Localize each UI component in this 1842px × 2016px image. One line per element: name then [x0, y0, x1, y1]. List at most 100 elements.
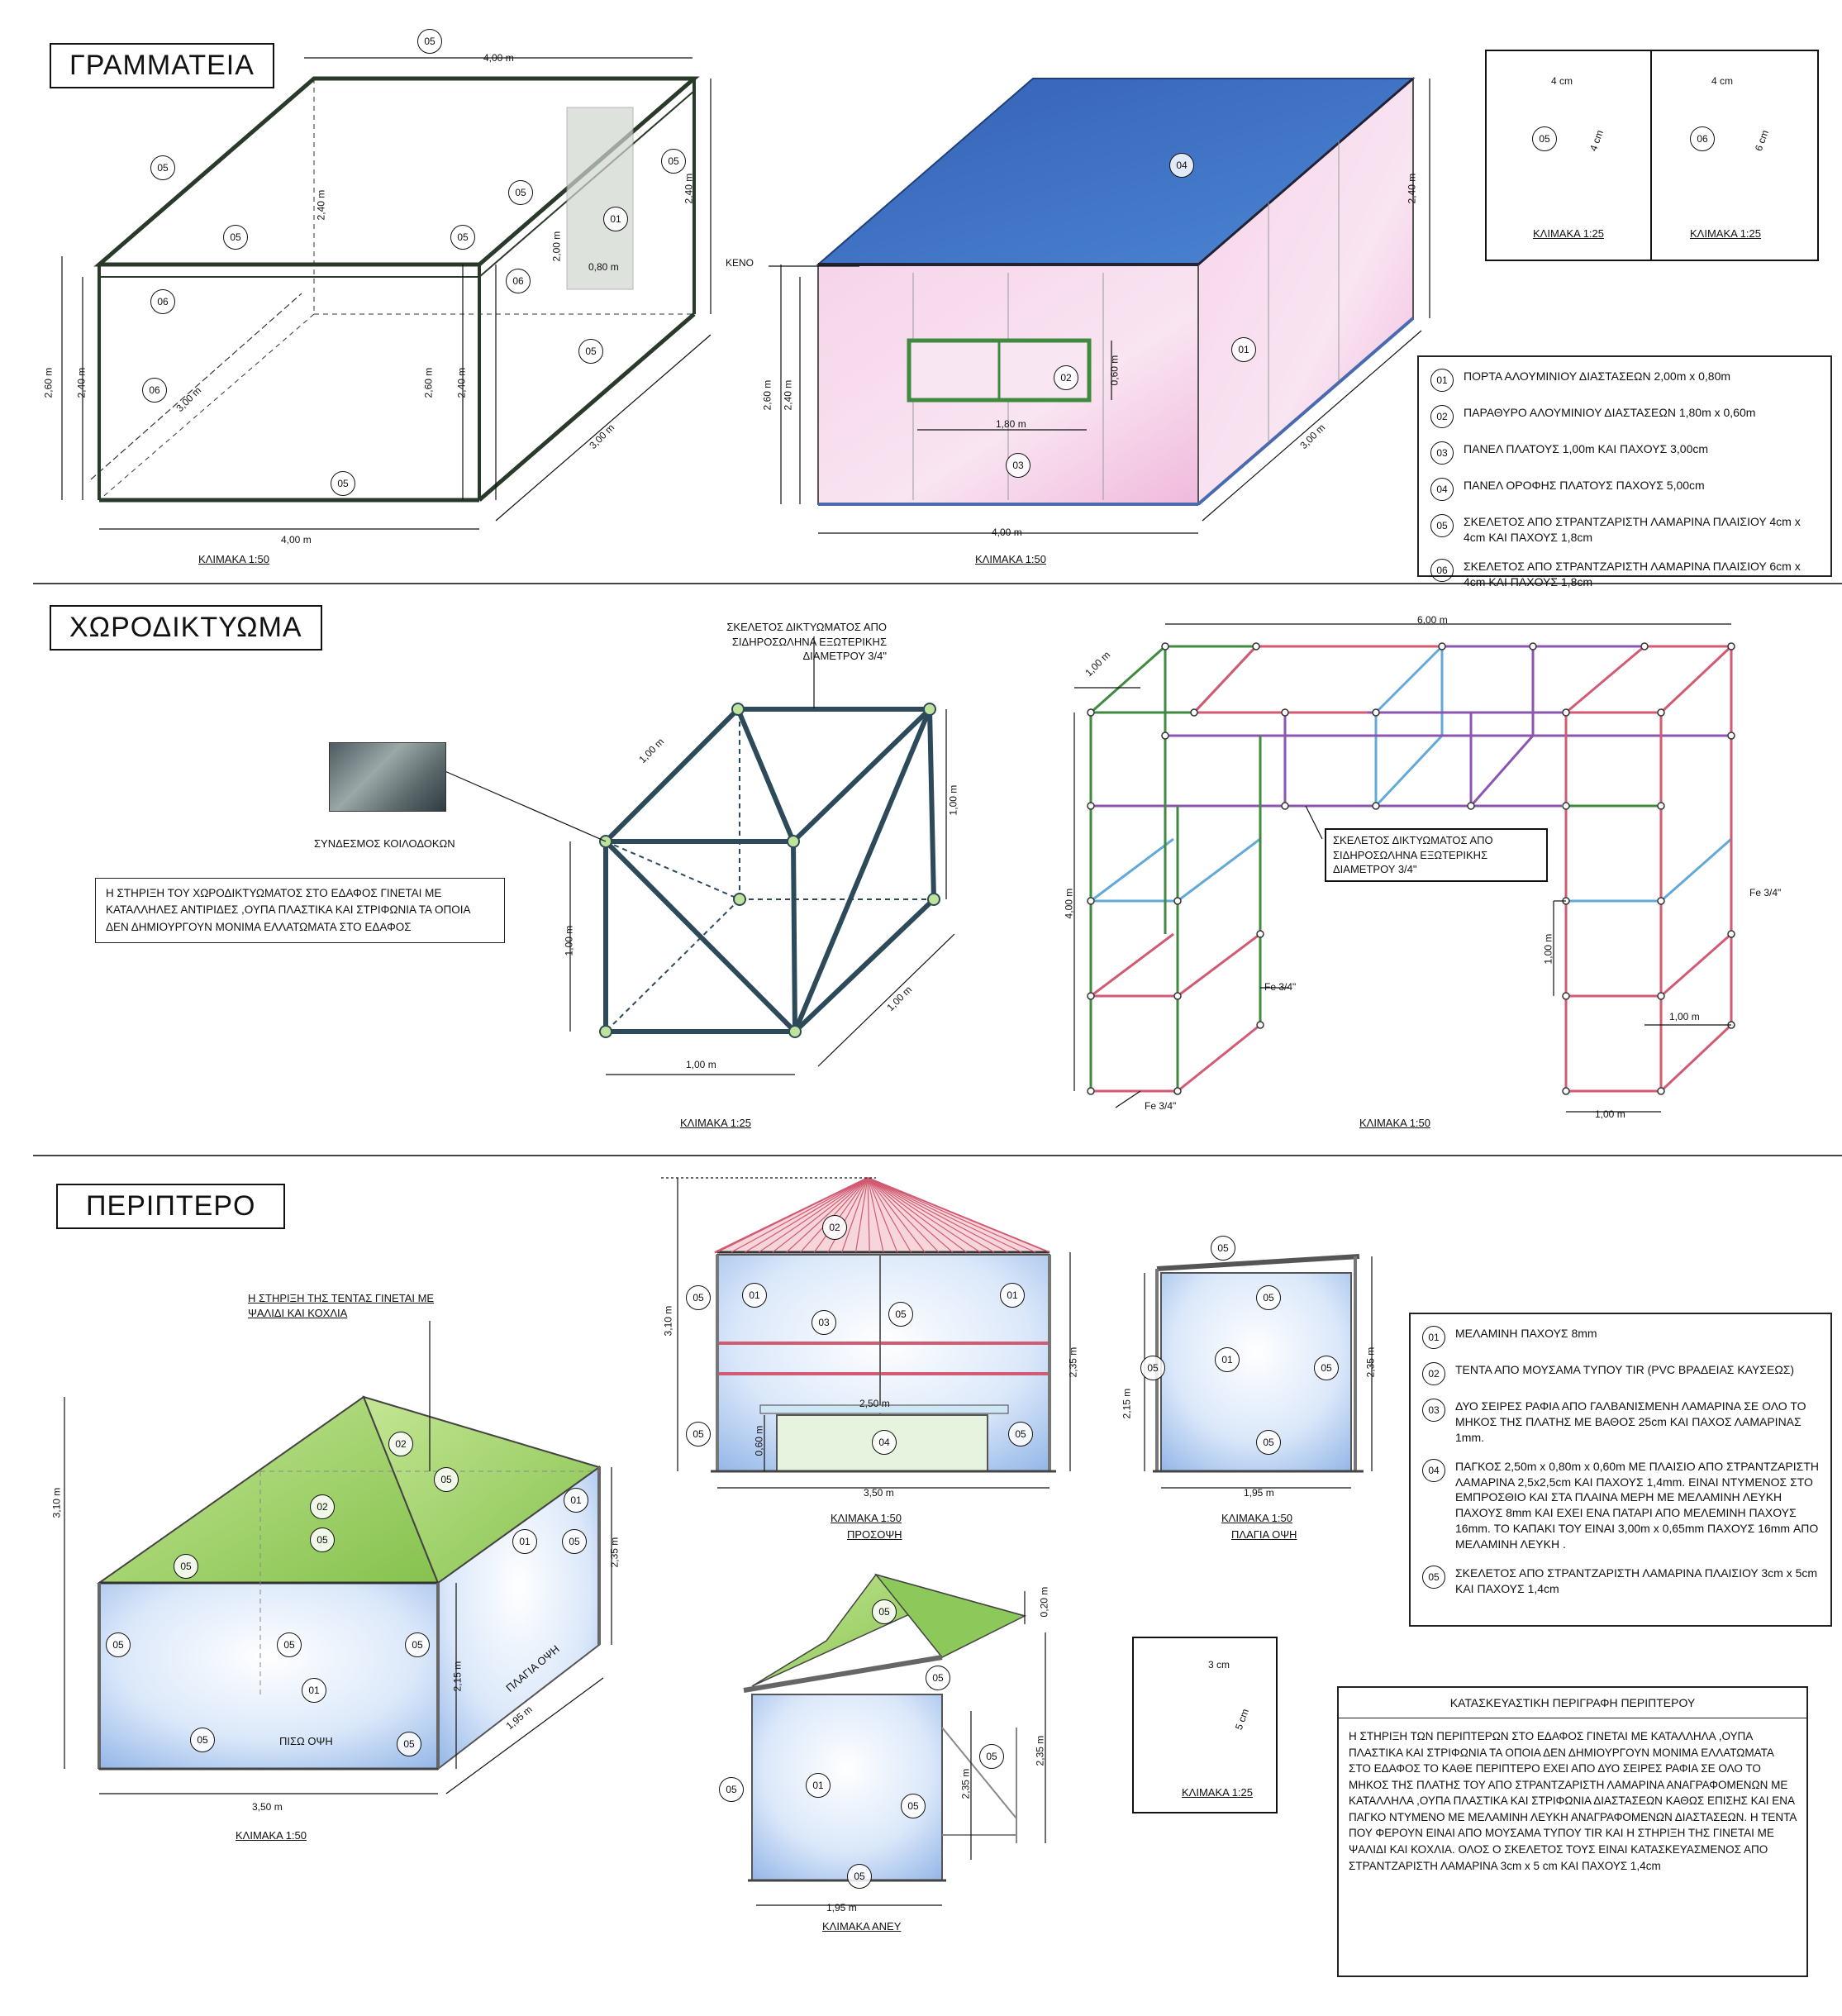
- callout-number: 05: [508, 180, 533, 205]
- grammateia-frame-drawing: [90, 76, 700, 503]
- callout-number: 02: [1054, 365, 1078, 390]
- kiosk-construction-description: ΚΑΤΑΣΚΕΥΑΣΤΙΚΗ ΠΕΡΙΓΡΑΦΗ ΠΕΡΙΠΤΕΡΟΥ Η ΣΤ…: [1337, 1686, 1808, 1977]
- callout-number: 05: [1532, 126, 1557, 151]
- dim-label: 1,80 m: [996, 418, 1026, 430]
- callout-number: 05: [174, 1554, 198, 1579]
- dim-label: 2,00 m: [550, 231, 563, 262]
- roof-rib: [731, 1177, 869, 1253]
- kiosk-3d-dims: [64, 1321, 612, 1794]
- callout-number: 01: [564, 1488, 588, 1513]
- profile-dim-b: 4 cm: [1587, 128, 1606, 153]
- callout-number: 05: [1256, 1285, 1281, 1310]
- callout-number: 05: [901, 1794, 926, 1818]
- callout-number: 01: [806, 1773, 831, 1798]
- callout-number: 05: [872, 1599, 897, 1624]
- callout-number: 01: [742, 1283, 767, 1308]
- u-truss-nodes: [1087, 642, 1735, 1095]
- dim-label: 1,00 m: [1542, 933, 1554, 965]
- profile-dim-a: 3 cm: [1208, 1659, 1230, 1670]
- roof-rib: [827, 1177, 869, 1253]
- roof-rib: [758, 1177, 869, 1253]
- roof-rib: [867, 1177, 926, 1253]
- grammateia-box-dimensions: [769, 79, 1430, 534]
- dim-label: 3,50 m: [864, 1487, 894, 1499]
- dim-label: 2,35 m: [1067, 1346, 1079, 1378]
- callout-number: 05: [1211, 1236, 1235, 1261]
- callout-number: 01: [603, 207, 628, 231]
- profile-detail-box: 4 cm 4 cm 4 cm 6 cm ΚΛΙΜΑΚΑ 1:25 ΚΛΙΜΑΚΑ…: [1485, 50, 1819, 261]
- dim-label: 3,50 m: [252, 1801, 283, 1813]
- callout-number: 06: [150, 289, 175, 314]
- dim-label: 2,60 m: [761, 379, 773, 411]
- dim-label: 3,10 m: [662, 1305, 674, 1337]
- roof-rib: [867, 1177, 1022, 1253]
- scale-label: ΚΛΙΜΑΚΑ 1:25: [1533, 227, 1605, 240]
- dim-label: 2,60 m: [42, 367, 55, 398]
- dim-label: 2,40 m: [455, 367, 468, 398]
- profile-dim-b: 5 cm: [1232, 1707, 1251, 1732]
- section-title-chorodiktyoma: ΧΩΡΟΔΙΚΤΥΩΜΑ: [50, 605, 322, 651]
- roof-rib: [854, 1177, 869, 1253]
- callout-number: 05: [405, 1632, 430, 1657]
- profile-dim-a: 4 cm: [1551, 75, 1573, 87]
- kiosk-profile-box: 3 cm 5 cm ΚΛΙΜΑΚΑ 1:25: [1132, 1637, 1278, 1813]
- back-view-label: ΠΙΣΩ ΟΨΗ: [279, 1735, 333, 1747]
- callout-number: 05: [106, 1632, 131, 1657]
- callout-number: 01: [1215, 1347, 1240, 1372]
- callout-number: 05: [450, 225, 475, 250]
- dim-label: 2,40 m: [75, 367, 88, 398]
- u-truss-dims: [1073, 623, 1731, 1113]
- roof-rib: [841, 1177, 869, 1253]
- fe-label: Fe 3/4": [1749, 887, 1782, 898]
- scale-label: ΚΛΙΜΑΚΑ 1:50: [198, 553, 270, 565]
- front-view-label: ΠΡΟΣΟΨΗ: [847, 1528, 902, 1541]
- dim-label: 4,00 m: [281, 534, 312, 546]
- roof-rib: [867, 1177, 940, 1253]
- roof-rib: [867, 1177, 870, 1253]
- dim-label: 1,95 m: [1244, 1487, 1274, 1499]
- scale-label: ΚΛΙΜΑΚΑ 1:25: [680, 1117, 752, 1129]
- scale-label: ΚΛΙΜΑΚΑ 1:50: [831, 1512, 902, 1524]
- callout-number: 05: [417, 29, 442, 54]
- scale-label: ΚΛΙΜΑΚΑ ΑΝΕΥ: [822, 1920, 902, 1933]
- callout-number: 05: [686, 1285, 711, 1310]
- connector-label: ΣΥΝΔΕΣΜΟΣ ΚΟΙΛΟΔΟΚΩΝ: [314, 837, 455, 850]
- dim-label: 2,40 m: [782, 379, 794, 411]
- description-title: ΚΑΤΑΣΚΕΥΑΣΤΙΚΗ ΠΕΡΙΓΡΑΦΗ ΠΕΡΙΠΤΕΡΟΥ: [1339, 1688, 1806, 1718]
- dim-label: 2,15 m: [1121, 1388, 1133, 1419]
- callout-number: 05: [1314, 1356, 1339, 1380]
- kiosk-3d-view: [96, 1395, 602, 1771]
- roof-rib: [813, 1177, 869, 1253]
- dim-label: 2,40 m: [1406, 173, 1418, 204]
- profile-dim-c: 4 cm: [1711, 75, 1734, 87]
- callout-number: 04: [872, 1430, 897, 1455]
- kiosk-front-roof-ribs: [716, 1177, 1050, 1253]
- dim-label: 2,40 m: [683, 173, 695, 204]
- scale-label: ΚΛΙΜΑΚΑ 1:50: [1359, 1117, 1431, 1129]
- callout-number: 05: [686, 1422, 711, 1446]
- tent-support-note: Η ΣΤΗΡΙΞΗ ΤΗΣ ΤΕΝΤΑΣ ΓΙΝΕΤΑΙ ΜΕ ΨΑΛΙΔΙ Κ…: [248, 1292, 435, 1319]
- grammateia-rendered-box: [816, 76, 1416, 507]
- section-title-grammateia: ΓΡΑΜΜΑΤΕΙΑ: [50, 43, 274, 88]
- callout-number: 05: [888, 1302, 913, 1327]
- grammateia-dimension-lines: [61, 57, 712, 530]
- scale-label: ΚΛΙΜΑΚΑ 1:25: [1182, 1786, 1254, 1799]
- space-frame-nodes: [599, 703, 940, 1038]
- dim-label: 1,00 m: [686, 1059, 716, 1070]
- callout-number: 01: [302, 1678, 326, 1703]
- callout-number: 05: [331, 471, 355, 496]
- callout-number: 05: [277, 1632, 302, 1657]
- callout-number: 05: [1140, 1356, 1165, 1380]
- u-truss-skeleton-label: ΣΚΕΛΕΤΟΣ ΔΙΚΤΥΩΜΑΤΟΣ ΑΠΟ ΣΙΔΗΡΟΣΩΛΗΝΑ ΕΞ…: [1325, 828, 1548, 882]
- space-frame-cube-dims: [429, 636, 955, 1075]
